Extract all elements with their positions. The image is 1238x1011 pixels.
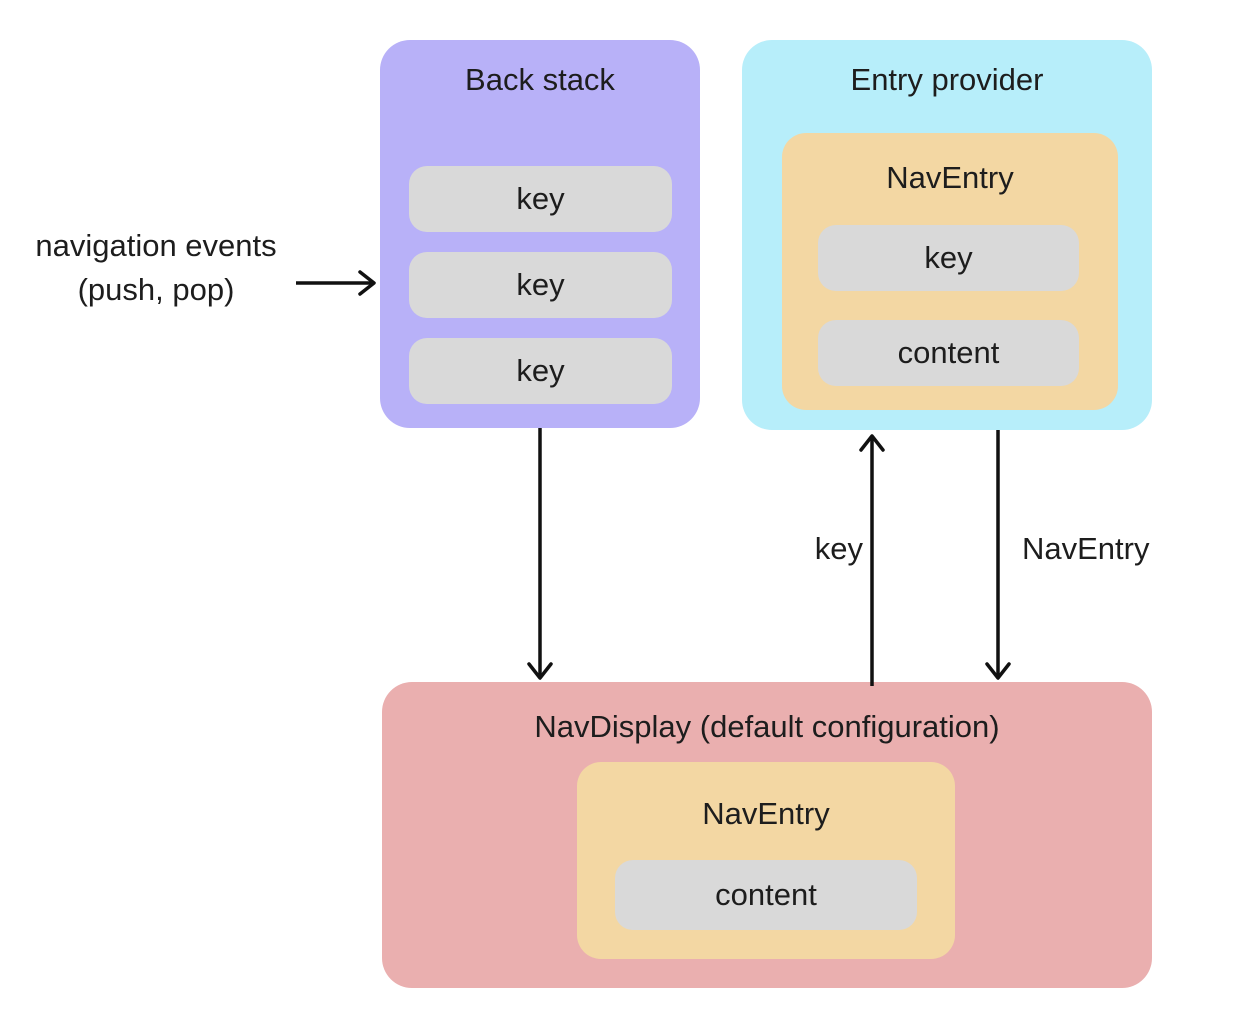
nav-display-box: NavDisplay (default configuration) NavEn… (382, 682, 1152, 988)
back-stack-box: Back stack key key key (380, 40, 700, 428)
nav-display-title: NavDisplay (default configuration) (534, 709, 1000, 744)
back-stack-key-pill-2: key (409, 252, 672, 318)
nav-display-naventry-box: NavEntry content (577, 762, 955, 959)
entry-provider-content-pill: content (818, 320, 1079, 386)
back-stack-key-pill-3: key (409, 338, 672, 404)
entry-provider-naventry-box: NavEntry key content (782, 133, 1118, 410)
nav-display-naventry-title: NavEntry (702, 796, 830, 831)
naventry-arrow-label: NavEntry (1022, 531, 1150, 566)
key-arrow-label: key (814, 531, 863, 566)
entry-provider-key-pill: key (818, 225, 1079, 291)
entry-provider-naventry-title: NavEntry (886, 160, 1014, 195)
entry-provider-title: Entry provider (850, 62, 1044, 97)
nav-display-content-pill: content (615, 860, 917, 930)
navigation-events-label-line1: navigation events (35, 228, 277, 263)
back-stack-title: Back stack (465, 62, 615, 97)
navigation-events-label: navigation events (push, pop) (8, 224, 304, 312)
navigation-events-label-line2: (push, pop) (77, 272, 235, 307)
back-stack-key-pill-1: key (409, 166, 672, 232)
entry-provider-box: Entry provider NavEntry key content (742, 40, 1152, 430)
